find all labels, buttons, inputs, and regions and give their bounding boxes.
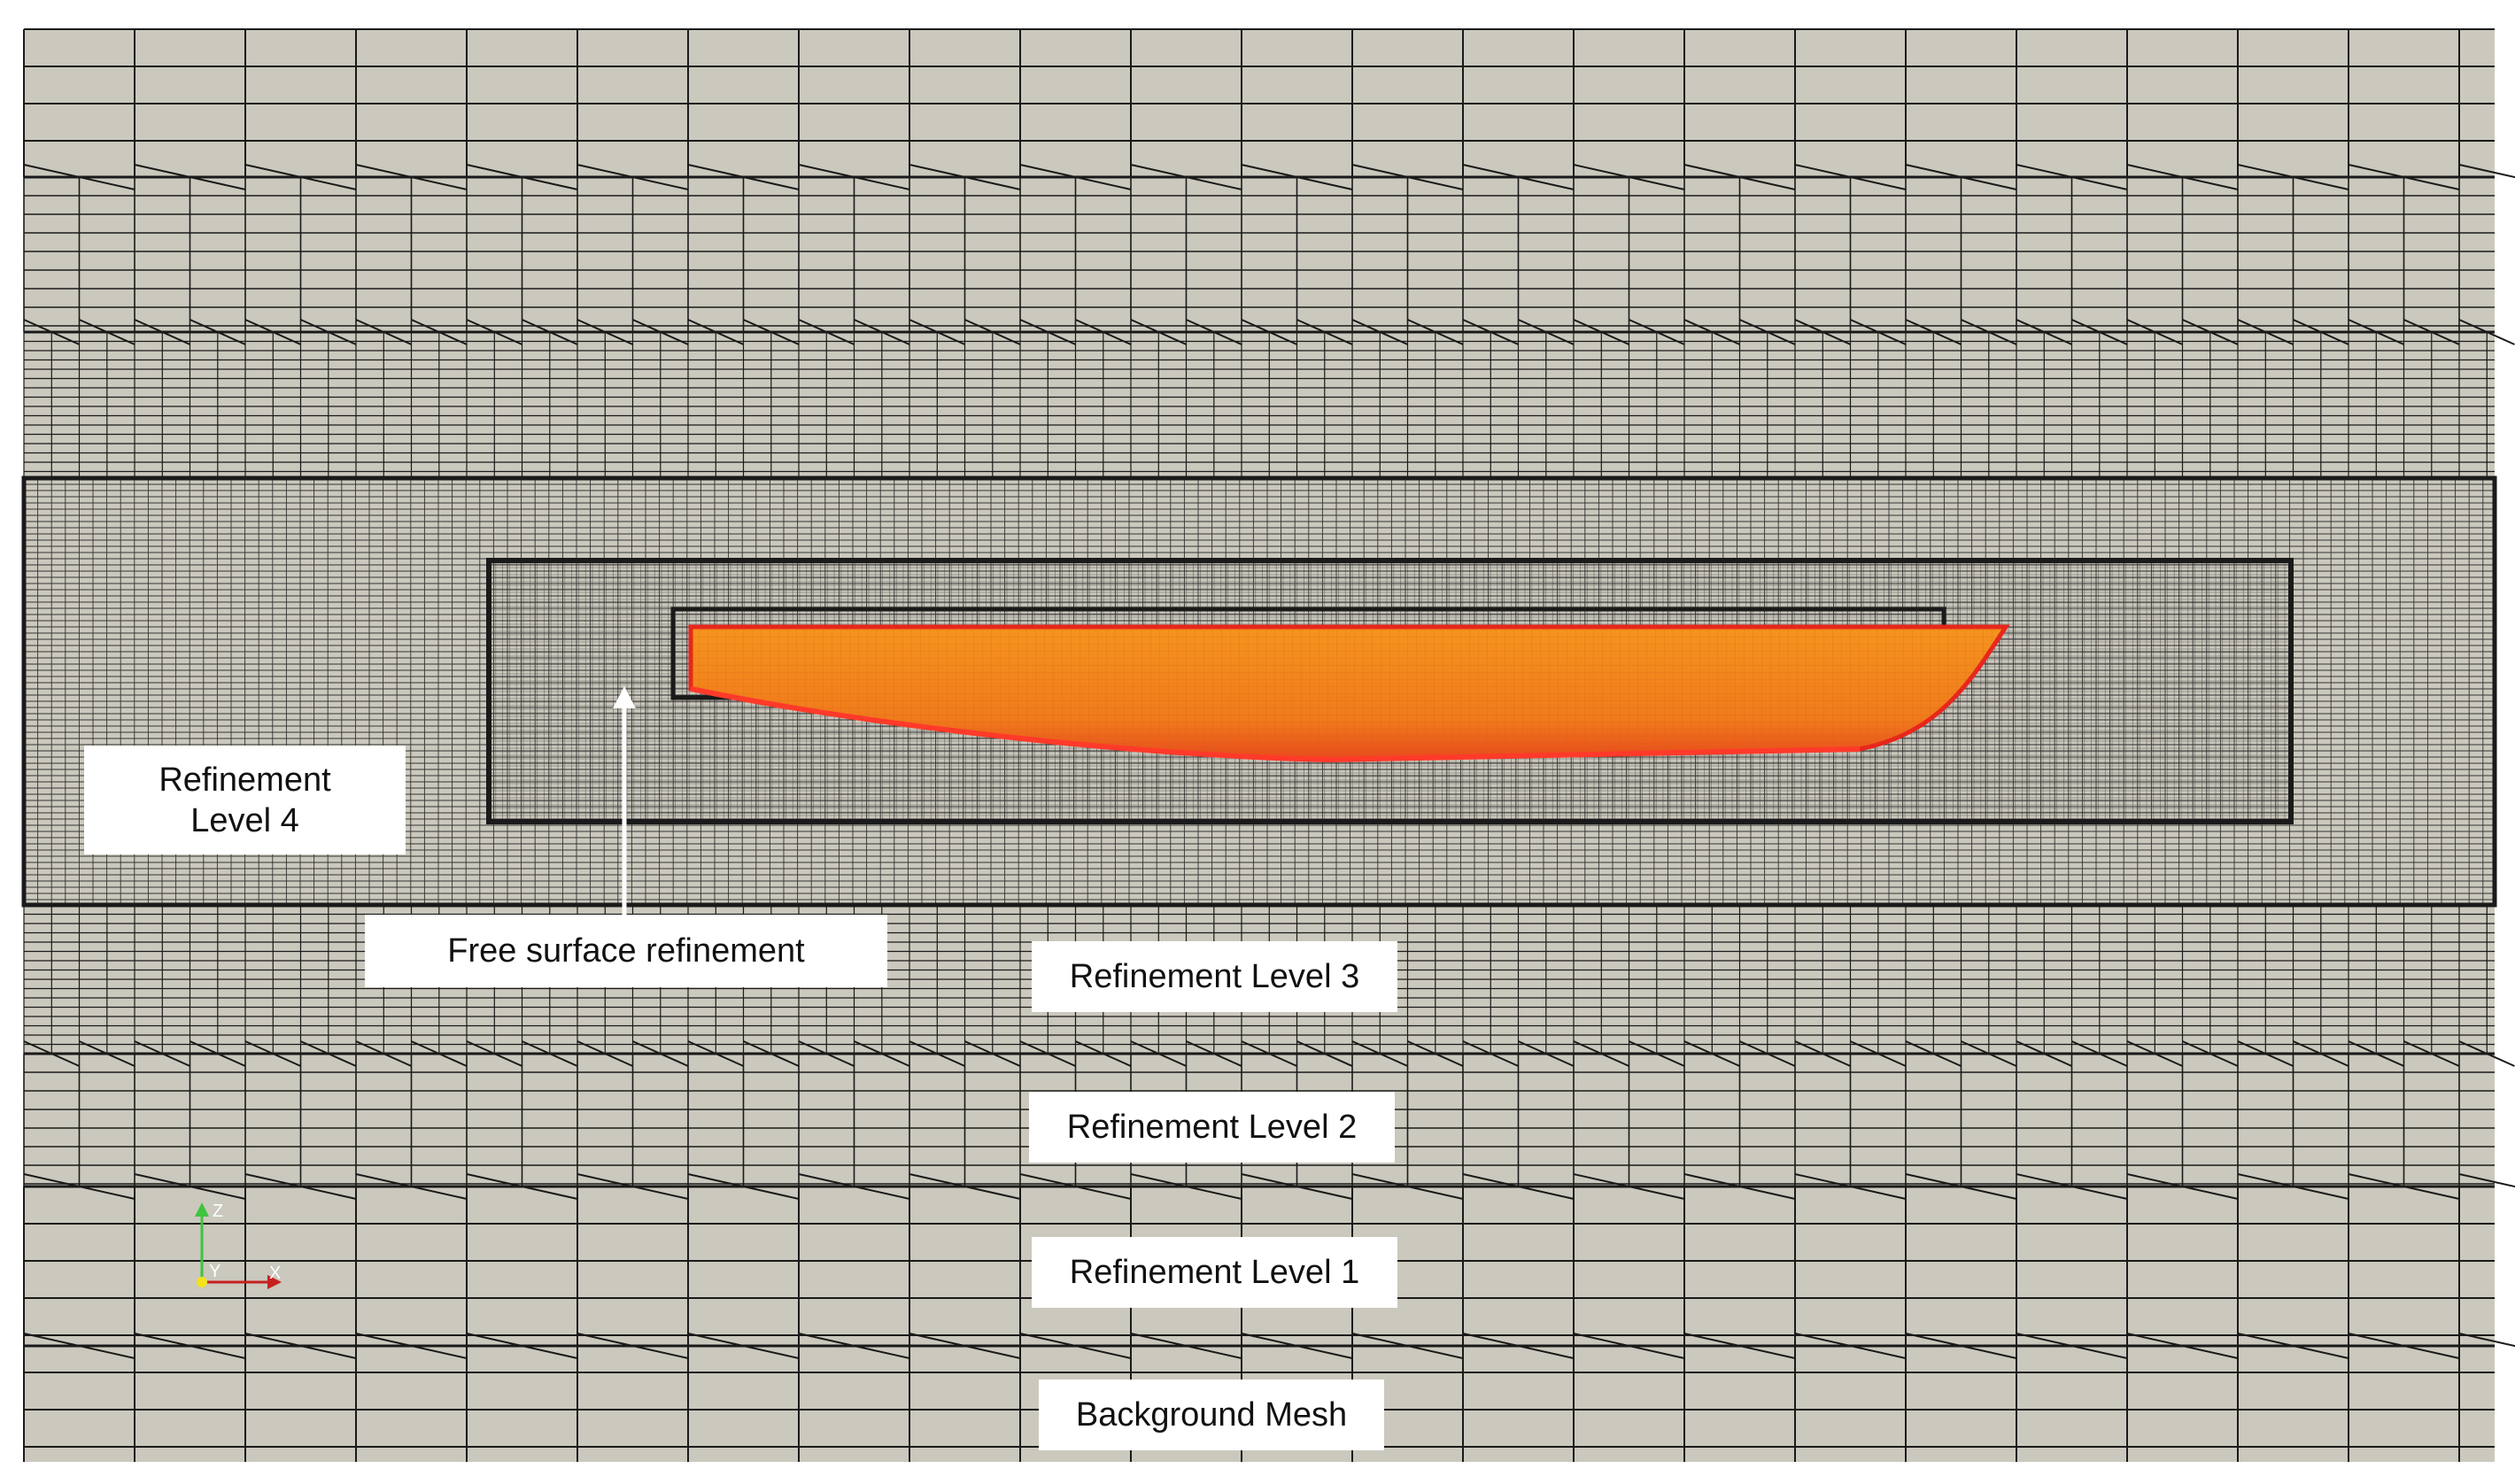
axis-y-dot bbox=[197, 1277, 207, 1287]
label-free-surface-refinement: Free surface refinement bbox=[365, 915, 887, 987]
label-refinement-level-4-line1: Refinement bbox=[159, 761, 331, 799]
axis-y-label: Y bbox=[209, 1262, 221, 1281]
axis-x-label: X bbox=[269, 1264, 281, 1283]
free-surface-arrow bbox=[613, 686, 636, 916]
mesh-line-group bbox=[24, 175, 2495, 1348]
label-refinement-level-4: Refinement Level 4 bbox=[84, 746, 406, 854]
label-background-mesh: Background Mesh bbox=[1039, 1380, 1384, 1450]
label-refinement-level-4-line2: Level 4 bbox=[190, 801, 299, 839]
label-refinement-level-1: Refinement Level 1 bbox=[1032, 1237, 1397, 1308]
axis-z-arrowhead bbox=[195, 1202, 209, 1217]
hull-surface bbox=[688, 624, 2010, 763]
axis-triad: Z Y X bbox=[195, 1202, 282, 1289]
axis-x-arrowhead bbox=[267, 1275, 282, 1289]
axis-z-label: Z bbox=[213, 1202, 223, 1221]
label-refinement-level-3: Refinement Level 3 bbox=[1032, 941, 1397, 1012]
label-refinement-level-2: Refinement Level 2 bbox=[1029, 1092, 1395, 1163]
